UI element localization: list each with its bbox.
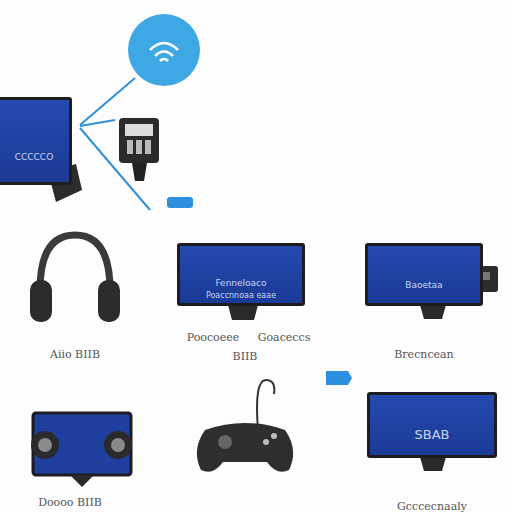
screen-text: Baoetaa xyxy=(370,280,478,291)
game-controller xyxy=(197,423,293,472)
wifi-icon xyxy=(150,43,178,61)
device-label: Aiio BIIB xyxy=(50,349,100,361)
monitor-stand xyxy=(70,475,94,487)
monitor-stand xyxy=(228,305,258,320)
speaker-knob xyxy=(104,431,132,459)
screen-text: Poaccnnoaa eaae xyxy=(182,291,300,301)
blue-tag xyxy=(326,371,352,385)
device-label: Doooo BIIB xyxy=(38,497,102,509)
remote-key xyxy=(127,140,133,154)
controller-stick xyxy=(218,435,232,449)
monitor-stand xyxy=(420,305,446,319)
speaker-monitor xyxy=(33,413,131,475)
screen-text: CCCCCO xyxy=(1,152,67,163)
device-caption: Gcccecnaaly xyxy=(340,501,512,512)
remote-panel xyxy=(125,124,153,136)
speaker-knob xyxy=(31,431,59,459)
controller-button xyxy=(271,433,277,439)
controller-cable xyxy=(257,380,274,430)
leader-line xyxy=(80,78,135,125)
usb-dongle xyxy=(167,197,193,208)
controller-button xyxy=(263,439,269,445)
device-caption: Brecncean xyxy=(338,349,510,361)
leader-line xyxy=(80,128,150,210)
screen-text: Fenneloaco xyxy=(182,278,300,289)
headphone-cup xyxy=(98,280,120,322)
monitor-screen: SBABGcccecnaaly xyxy=(367,392,497,458)
screen-text: SBAB xyxy=(372,427,492,442)
remote-base xyxy=(132,163,147,181)
monitor-screen: FenneloacoPoaccnnoaa eaae xyxy=(177,243,305,306)
monitor-screen: BaoetaaBrecncean xyxy=(365,243,483,306)
device-label: BIIB xyxy=(233,351,258,363)
monitor-stand xyxy=(420,457,446,471)
speaker-knob-center xyxy=(38,438,52,452)
speaker-knob-center xyxy=(111,438,125,452)
device-label: Poocoeee xyxy=(187,332,240,344)
device-label: Goaceccs xyxy=(258,332,311,344)
remote-body xyxy=(119,118,159,163)
leader-line xyxy=(80,120,115,126)
remote-key xyxy=(145,140,151,154)
headphone-band xyxy=(40,235,110,290)
monitor-screen: CCCCCO xyxy=(0,97,72,185)
wifi-circle xyxy=(128,14,200,86)
remote-key xyxy=(136,140,142,154)
headphone-cup xyxy=(30,280,52,322)
